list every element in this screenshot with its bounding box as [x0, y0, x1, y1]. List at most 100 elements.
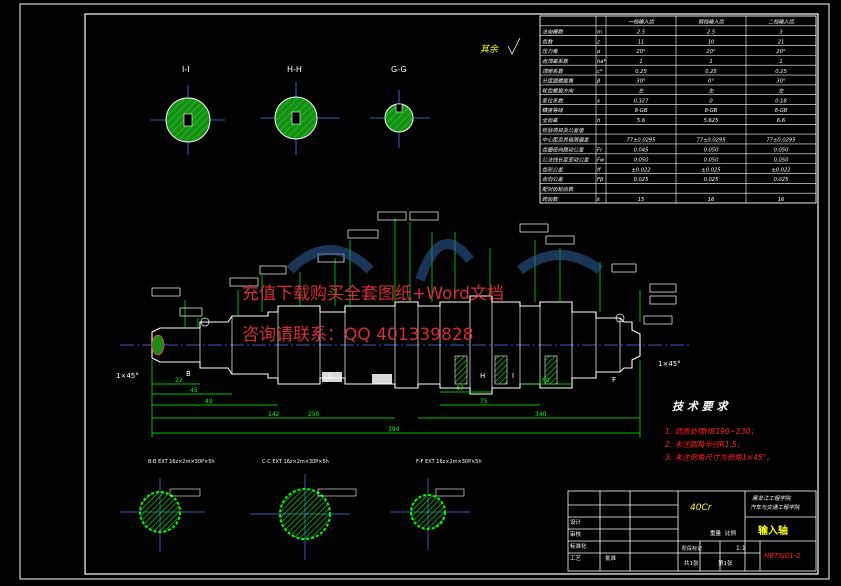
gear-table-cell: 2.5	[637, 29, 646, 35]
gear-table-cell: 0.025	[634, 177, 650, 183]
gear-table-cell: Fw	[597, 157, 605, 163]
section-mark-i: I	[512, 372, 514, 380]
gear-table-cell: 左	[638, 88, 644, 95]
dim-d1: 22	[175, 377, 183, 384]
section-mark-h: H	[480, 372, 485, 380]
gear-table-cell: ±0.022	[771, 167, 790, 173]
gear-table-cell: 1	[639, 59, 642, 65]
gear-table-cell: 20°	[776, 49, 786, 55]
gear-table-cell: 0.327	[634, 98, 650, 104]
gear-table-cell: 0.050	[704, 157, 720, 163]
dim-d8: 60	[542, 377, 550, 384]
gear-table-cell: 3	[779, 29, 782, 35]
approve-label: 批准	[605, 554, 617, 562]
section-mark-c: C	[328, 372, 333, 380]
chamfer-left-dim: 1×45°	[116, 372, 139, 380]
gear-table-cell: 8-GB	[705, 108, 718, 114]
gear-table-cell: 0.025	[704, 177, 720, 183]
gear-table-cell: β	[597, 79, 601, 85]
gear-table-cell: 16	[778, 197, 785, 203]
gear-table-cell: 齿数	[542, 38, 553, 45]
title-block-texts: 40Cr 黑龙江工程学院 汽车与交通工程学院 输入轴 HBTSJ01-2 1:1…	[570, 495, 801, 567]
gear-table-cell: 法向模数	[542, 28, 564, 35]
dim-d2: 45	[190, 387, 198, 394]
gear-table-cell: ff	[597, 167, 602, 173]
gear-table-cell: z	[596, 39, 600, 45]
part-name-text: 输入轴	[758, 524, 788, 537]
gear-table-cell: 齿形公差	[542, 166, 564, 173]
gear-table-cell: 1	[709, 59, 712, 65]
chamfer-right-dim: 1×45°	[658, 360, 681, 368]
gear-table-cell: 精度等级	[542, 107, 564, 114]
gear-table-cell: 15	[638, 197, 645, 203]
gear-table-cell: 0.045	[634, 148, 650, 154]
scale-text: 1:1	[736, 545, 746, 552]
watermark-logo	[286, 239, 603, 282]
roughness-symbol-icon	[507, 37, 521, 55]
gear-table-cell: 0.050	[774, 157, 790, 163]
gear-table-cell: 0°	[708, 79, 714, 85]
gear-table-cell: 中心距及其极限偏差	[542, 137, 590, 144]
gear-table-cell: ±0.025	[701, 167, 721, 173]
gear-table-cell: 齿顶高系数	[542, 58, 569, 65]
gear-table-cell: 公法线长度变动公差	[542, 156, 590, 163]
spline-cc-gear	[279, 488, 331, 540]
dimension-lines	[151, 218, 641, 438]
gear-table-cell: 16	[708, 197, 715, 203]
sheet-total-text: 共1张	[684, 559, 699, 567]
gear-table-cell: x	[596, 98, 601, 104]
gear-table-cell: ha*	[597, 59, 606, 65]
gear-table-cell: 6.6	[777, 118, 786, 124]
dim-d3: 49	[205, 398, 213, 405]
gear-table-cell: 0.050	[774, 148, 790, 154]
section-mark-f: F	[612, 376, 616, 384]
gear-table-cell: 0.18	[775, 98, 787, 104]
tolerance-frames	[151, 211, 677, 325]
gear-table-cell: 一档输入齿	[628, 19, 655, 26]
gear-table-cell: α	[597, 49, 601, 55]
gear-table-cell: 配对齿轮齿数	[542, 186, 574, 193]
gear-table-cell: 0.25	[705, 69, 717, 75]
tech-req-title: 技 术 要 求	[672, 400, 729, 413]
gear-table-cell: ±0.022	[631, 167, 650, 173]
designer-label: 设计	[570, 518, 582, 526]
gear-table-cell: 20°	[706, 49, 716, 55]
gear-table-cell: 5.625	[704, 118, 720, 124]
gear-table-cell: 2.5	[707, 29, 716, 35]
dim-total-length: 394	[388, 426, 400, 433]
tech-req-item-3: 3. 未注倒角尺寸为倒角1×45°。	[665, 453, 774, 462]
spline-cc-label: C-C EXT 16z×2m×30P×5h	[262, 459, 329, 465]
spline-ff-gear	[410, 494, 446, 530]
tech-req-item-2: 2. 未注圆角半径R1.5；	[665, 440, 744, 449]
section-views: I-I H-H G-G 其余	[150, 37, 521, 155]
gear-table-cell: 轮齿螺旋方向	[542, 88, 574, 95]
gear-table-cell: 10	[708, 39, 715, 45]
gear-table-cell: 分度圆螺旋角	[542, 78, 574, 85]
dimension-texts: 1×45° 1×45° 22 45 49 142 394 250 47 75 6…	[116, 360, 681, 433]
watermark-line1: 充值下载购买全套图纸+Word文档	[242, 284, 504, 304]
sheet-of-text: 第1张	[718, 559, 733, 567]
gear-table-cell: 30°	[636, 79, 646, 85]
gear-table-cell: 77±0.0295	[766, 138, 796, 144]
gear-table-cell: 11	[638, 39, 645, 45]
gear-table-cell: 1	[779, 59, 782, 65]
gear-table-cell: c*	[597, 69, 603, 75]
gear-table-cell: 顶隙系数	[542, 68, 564, 75]
spline-bb-gear	[139, 491, 181, 533]
gear-table-cell: 全齿高	[542, 117, 558, 124]
inner-frame	[84, 13, 819, 575]
gear-table-cell: 齿向公差	[542, 176, 564, 183]
gear-table-cell: 77±0.0295	[626, 138, 656, 144]
shaft-main-view	[120, 295, 690, 395]
gear-table-cell: Fr	[597, 148, 603, 154]
process-label: 工艺	[570, 555, 582, 562]
gear-table-cell: 检验项目及公差值	[542, 127, 584, 134]
stage-label: 阶段标记	[682, 545, 702, 552]
section-gg-label: G-G	[391, 65, 407, 74]
dim-d4: 142	[268, 411, 280, 418]
gear-table-cell: 左	[778, 88, 784, 95]
gear-table-cell: 0.025	[774, 177, 790, 183]
gear-table-cell: 20°	[636, 49, 646, 55]
